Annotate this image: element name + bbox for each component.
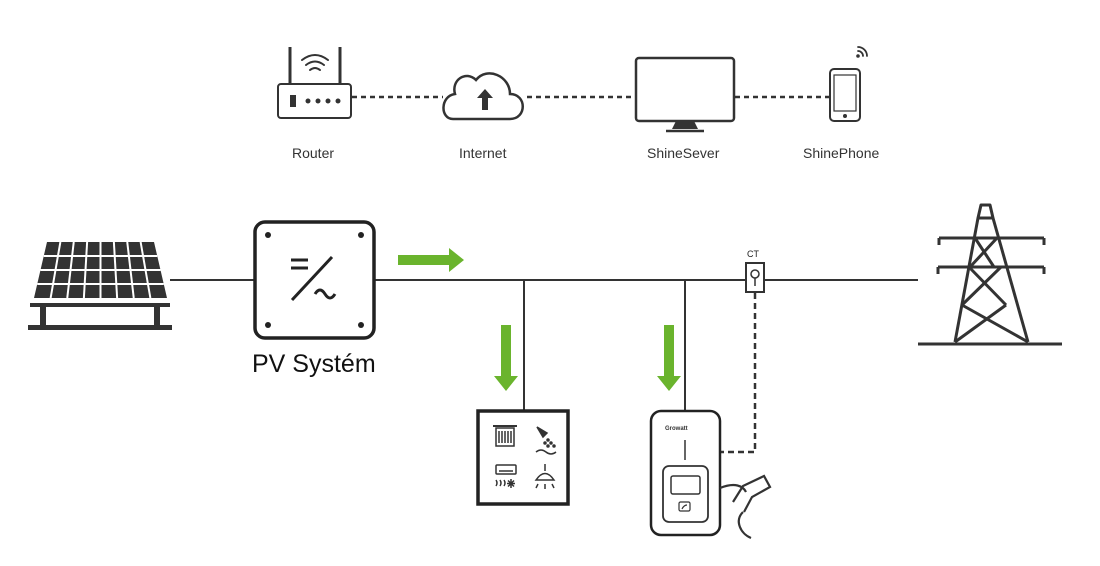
inverter-icon [253, 220, 376, 340]
wifi-icon [856, 46, 868, 58]
shower-icon [535, 426, 557, 455]
flow-arrow-down-loads [494, 325, 518, 391]
ev-charger-icon [649, 409, 722, 537]
router-label: Router [292, 145, 335, 161]
power-pylon-icon [918, 203, 1062, 346]
card-reader-icon [678, 501, 691, 512]
internet-label: Internet [459, 145, 507, 161]
router-wifi-icon [301, 54, 329, 71]
pv-system-label: PV Systém [252, 350, 376, 378]
monitor-icon [634, 56, 736, 133]
router-icon [277, 47, 352, 119]
flow-arrow-right [398, 248, 464, 272]
smartphone-icon [829, 68, 861, 122]
flow-arrow-down-charger [657, 325, 681, 391]
ct-sensor-icon [745, 262, 765, 293]
cloud-upload-icon [442, 72, 524, 121]
flow-arrows [398, 248, 681, 391]
shine-phone-label: ShinePhone [803, 145, 880, 161]
air-conditioner-icon [495, 464, 517, 488]
power-lines [170, 279, 918, 411]
shine-server-label: ShineSever [647, 145, 720, 161]
lamp-icon [534, 464, 556, 489]
water-heater-icon [493, 425, 517, 447]
household-loads-icon [476, 409, 570, 506]
solar-panel-icon [28, 241, 172, 330]
charger-brand-label: Growatt [665, 426, 688, 432]
charging-plug-icon [719, 474, 772, 540]
ct-signal-line [720, 293, 757, 454]
ct-label: CT [747, 249, 759, 259]
